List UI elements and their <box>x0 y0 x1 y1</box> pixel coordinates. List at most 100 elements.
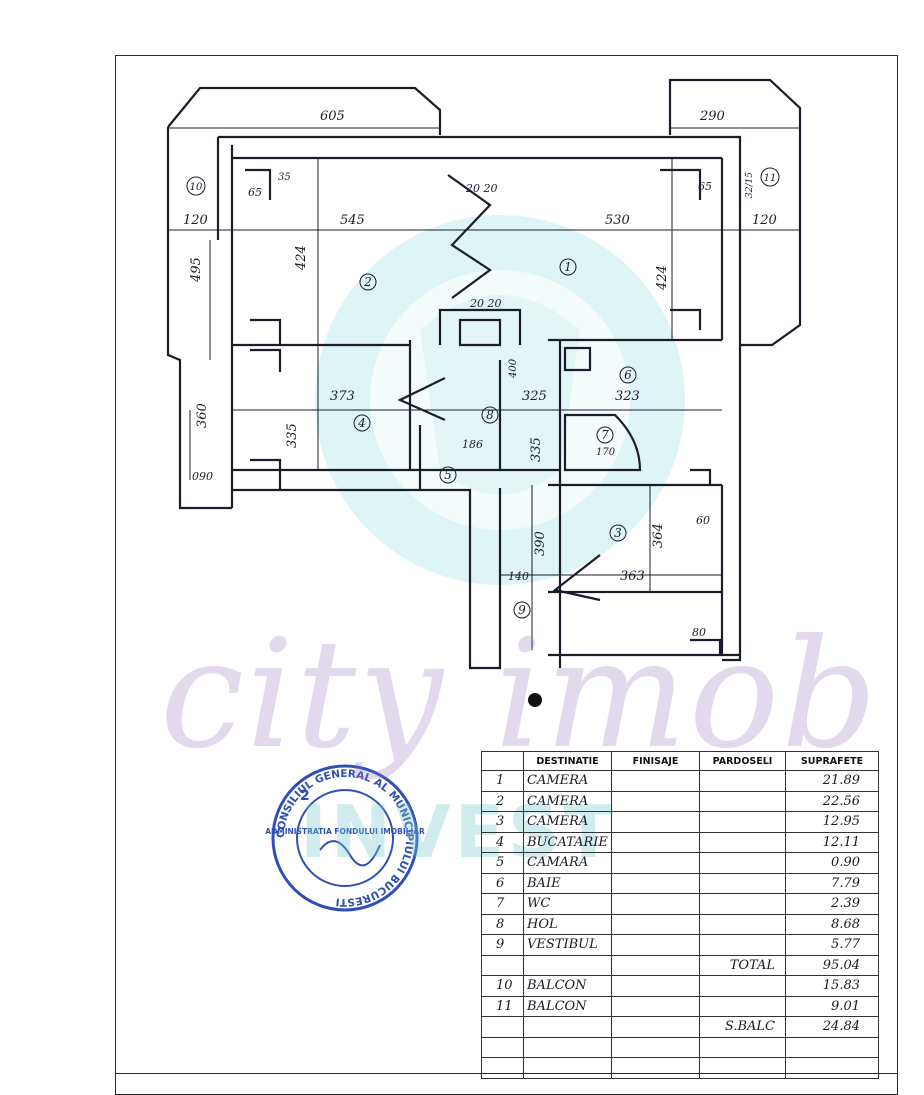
legend-nr <box>481 1036 524 1058</box>
dim-325: 325 <box>522 389 547 404</box>
legend-finisaje <box>611 1057 700 1079</box>
title-block-divider <box>115 1073 898 1074</box>
dim-363: 363 <box>620 569 645 584</box>
legend-destinatie: CAMERA <box>523 811 612 833</box>
legend-destinatie: HOL <box>523 913 612 935</box>
header-pardoseli: PARDOSELI <box>699 751 786 771</box>
room-10: 10 <box>190 182 203 193</box>
legend-finisaje <box>611 1036 700 1058</box>
dim-545: 545 <box>340 213 365 228</box>
room-markers: 1 2 3 4 5 6 7 8 9 10 11 <box>186 167 780 619</box>
dim-390: 390 <box>533 531 548 556</box>
legend-destinatie: BALCON <box>523 975 612 997</box>
legend-finisaje <box>611 852 700 874</box>
legend-finisaje <box>611 1016 700 1038</box>
dim-140: 140 <box>508 570 529 583</box>
dim-20-20-top: 20 20 <box>465 182 498 195</box>
dim-495: 495 <box>189 257 204 283</box>
legend-pardoseli <box>699 790 786 812</box>
dim-80: 80 <box>692 626 706 639</box>
legend-pardoseli: S.BALC <box>699 1016 786 1038</box>
legend-destinatie <box>523 1036 612 1058</box>
table-row <box>481 1036 879 1058</box>
legend-nr: 7 <box>481 893 524 915</box>
room-5: 5 <box>444 468 452 482</box>
room-4: 4 <box>357 416 366 430</box>
legend-suprafete: 5.77 <box>785 934 879 956</box>
legend-nr: 11 <box>481 995 524 1017</box>
dim-65-left: 65 <box>248 186 262 199</box>
room-8: 8 <box>486 408 494 422</box>
legend-suprafete: 95.04 <box>785 954 879 976</box>
dim-424-left: 424 <box>294 245 309 271</box>
dim-323: 323 <box>615 389 640 404</box>
dim-335-left: 335 <box>285 423 300 448</box>
legend-pardoseli <box>699 913 786 935</box>
legend-suprafete: 7.79 <box>785 872 879 894</box>
legend-suprafete: 22.56 <box>785 790 879 812</box>
legend-finisaje <box>611 872 700 894</box>
watermark-script: city imob <box>160 608 880 782</box>
dimension-lines <box>168 127 800 650</box>
legend-nr: 9 <box>481 934 524 956</box>
room-1: 1 <box>564 260 572 274</box>
dim-60: 60 <box>696 514 710 527</box>
room-11: 11 <box>764 173 777 184</box>
dim-290: 290 <box>699 109 725 124</box>
dim-20-20-mid: 20 20 <box>469 297 502 310</box>
header-destinatie: DESTINATIE <box>523 751 612 771</box>
legend-destinatie <box>523 1057 612 1079</box>
legend-suprafete: 0.90 <box>785 852 879 874</box>
legend-nr: 1 <box>481 770 524 792</box>
legend-suprafete <box>785 1036 879 1058</box>
dim-373: 373 <box>330 389 355 404</box>
dim-335-mid: 335 <box>529 437 544 462</box>
dim-186: 186 <box>462 438 483 451</box>
room-2: 2 <box>363 275 372 289</box>
legend-destinatie <box>523 954 612 976</box>
legend-pardoseli: TOTAL <box>699 954 786 976</box>
room-6: 6 <box>624 368 632 382</box>
legend-pardoseli <box>699 975 786 997</box>
legend-pardoseli <box>699 811 786 833</box>
dim-090: 090 <box>192 470 213 483</box>
legend-nr: 8 <box>481 913 524 935</box>
legend-finisaje <box>611 770 700 792</box>
dim-364: 364 <box>651 523 666 548</box>
header-finisaje: FINISAJE <box>611 751 700 771</box>
legend-finisaje <box>611 934 700 956</box>
dim-400: 400 <box>508 358 519 379</box>
legend-pardoseli <box>699 1036 786 1058</box>
legend-finisaje <box>611 811 700 833</box>
legend-suprafete: 9.01 <box>785 995 879 1017</box>
legend-finisaje <box>611 913 700 935</box>
header-suprafete: SUPRAFETE <box>785 751 879 771</box>
legend-pardoseli <box>699 1057 786 1079</box>
legend-pardoseli <box>699 872 786 894</box>
room-9: 9 <box>518 603 526 617</box>
legend-destinatie: VESTIBUL <box>523 934 612 956</box>
legend-finisaje <box>611 954 700 976</box>
dim-32-15: 32/15 <box>745 172 755 198</box>
legend-pardoseli <box>699 893 786 915</box>
legend-suprafete <box>785 1057 879 1079</box>
legend-finisaje <box>611 995 700 1017</box>
legend-suprafete: 24.84 <box>785 1016 879 1038</box>
legend-nr: 3 <box>481 811 524 833</box>
legend-pardoseli <box>699 770 786 792</box>
legend-suprafete: 21.89 <box>785 770 879 792</box>
legend-pardoseli <box>699 831 786 853</box>
legend-destinatie: BAIE <box>523 872 612 894</box>
dim-360: 360 <box>195 403 210 428</box>
dim-65-right: 65 <box>698 180 712 193</box>
legend-destinatie: BUCATARIE <box>523 831 612 853</box>
